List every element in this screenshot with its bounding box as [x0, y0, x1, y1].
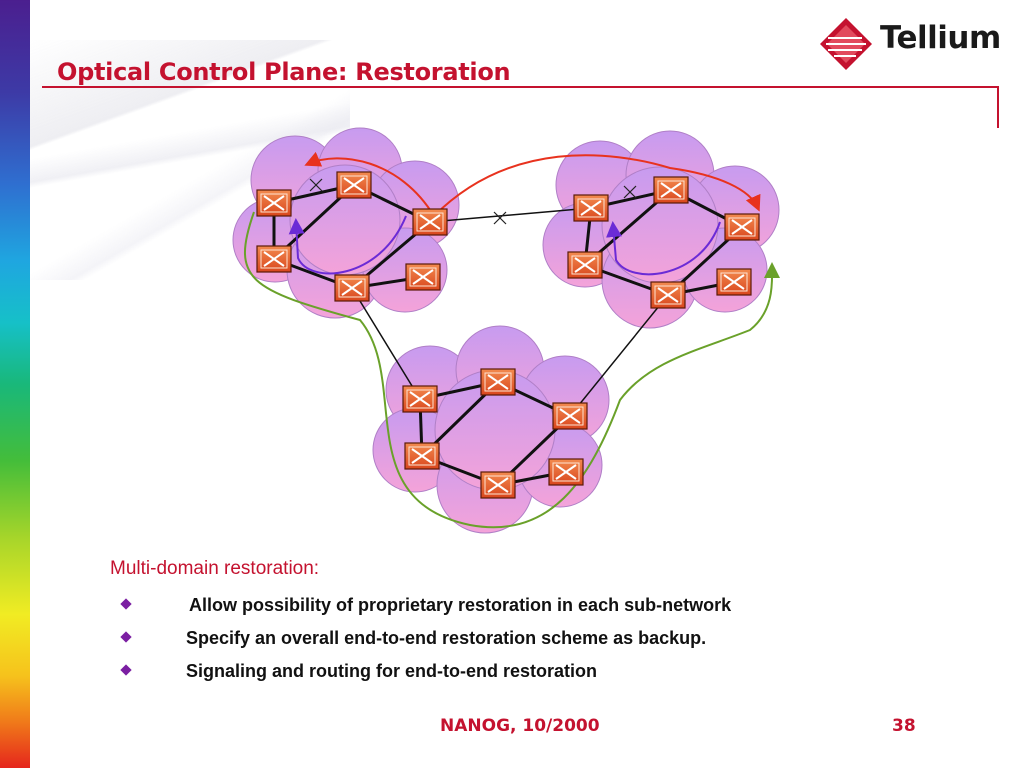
inter-domain-links	[351, 207, 669, 417]
diamond-logo-icon	[820, 18, 872, 70]
bullet-text: Signaling and routing for end-to-end res…	[186, 661, 597, 681]
link-failure-x-icon	[493, 211, 507, 225]
restoration-arrow-icon	[304, 151, 435, 217]
tellium-logo	[820, 18, 872, 70]
page-number: 38	[892, 716, 916, 736]
restoration-arrow-icon	[606, 221, 721, 276]
rainbow-side-bar	[0, 0, 30, 768]
title-rule	[42, 86, 998, 88]
slide-title: Optical Control Plane: Restoration	[57, 58, 511, 86]
section-subtitle: Multi-domain restoration:	[110, 558, 320, 579]
bullet-text: Allow possibility of proprietary restora…	[189, 595, 732, 615]
footer-event: NANOG, 10/2000	[440, 716, 600, 736]
title-rule-corner	[997, 86, 999, 128]
restoration-arrow-icon	[288, 215, 407, 275]
diamond-bullet-icon	[120, 631, 132, 643]
restoration-arrow-icon	[433, 154, 761, 217]
bullet-text: Specify an overall end-to-end restoratio…	[186, 628, 707, 648]
logo-text: Tellium	[880, 20, 1001, 56]
diamond-bullet-icon	[120, 598, 132, 610]
restoration-arrow-icon	[244, 211, 781, 529]
diamond-bullet-icon	[120, 664, 132, 676]
network-diagram	[232, 127, 781, 534]
